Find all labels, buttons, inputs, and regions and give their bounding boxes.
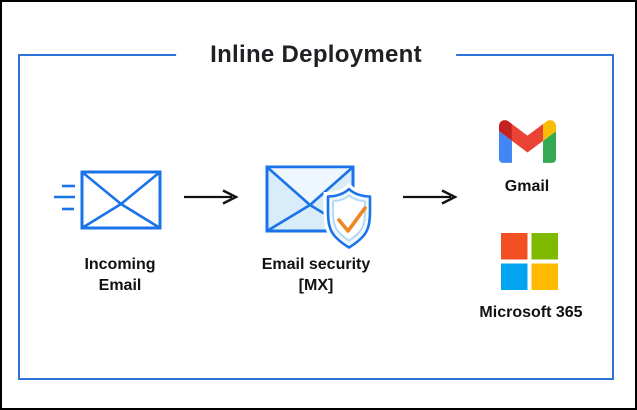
arrow-right-icon bbox=[403, 189, 458, 205]
envelope-flap bbox=[265, 165, 355, 207]
shield-inner-ring bbox=[332, 194, 366, 242]
envelope-fold-line bbox=[266, 203, 311, 233]
ms-square-top-left bbox=[501, 233, 528, 260]
email-security-label-line1: Email security bbox=[261, 256, 371, 273]
diagram-title: Inline Deployment bbox=[176, 39, 456, 71]
arrow-head bbox=[222, 189, 239, 205]
email-security-icon bbox=[265, 165, 375, 251]
arrow-head bbox=[441, 189, 458, 205]
email-security-label: Email security [MX] bbox=[226, 254, 406, 296]
ms-square-top-right bbox=[531, 233, 558, 260]
incoming-email-label: Incoming Email bbox=[50, 254, 190, 296]
gmail-logo-icon bbox=[499, 120, 556, 163]
incoming-email-icon bbox=[54, 170, 162, 230]
checkmark-icon bbox=[337, 206, 367, 233]
gmail-right-flap bbox=[543, 120, 556, 141]
arrow-right-icon bbox=[184, 189, 239, 205]
envelope-fold-line bbox=[81, 202, 122, 230]
gmail-right-bar bbox=[543, 131, 556, 163]
microsoft-logo-icon bbox=[501, 233, 558, 290]
email-security-label-line2: [MX] bbox=[298, 277, 334, 294]
incoming-email-label-line2: Email bbox=[98, 277, 142, 294]
incoming-email-label-line1: Incoming bbox=[84, 256, 156, 273]
microsoft-365-label: Microsoft 365 bbox=[479, 304, 583, 321]
gmail-center-m bbox=[511, 124, 544, 153]
gmail-label: Gmail bbox=[504, 178, 550, 195]
gmail-left-flap bbox=[499, 120, 512, 141]
gmail-left-bar bbox=[499, 131, 512, 163]
ms-square-bottom-right bbox=[531, 263, 558, 290]
envelope-fold-line bbox=[120, 202, 161, 230]
ms-square-bottom-left bbox=[501, 263, 528, 290]
